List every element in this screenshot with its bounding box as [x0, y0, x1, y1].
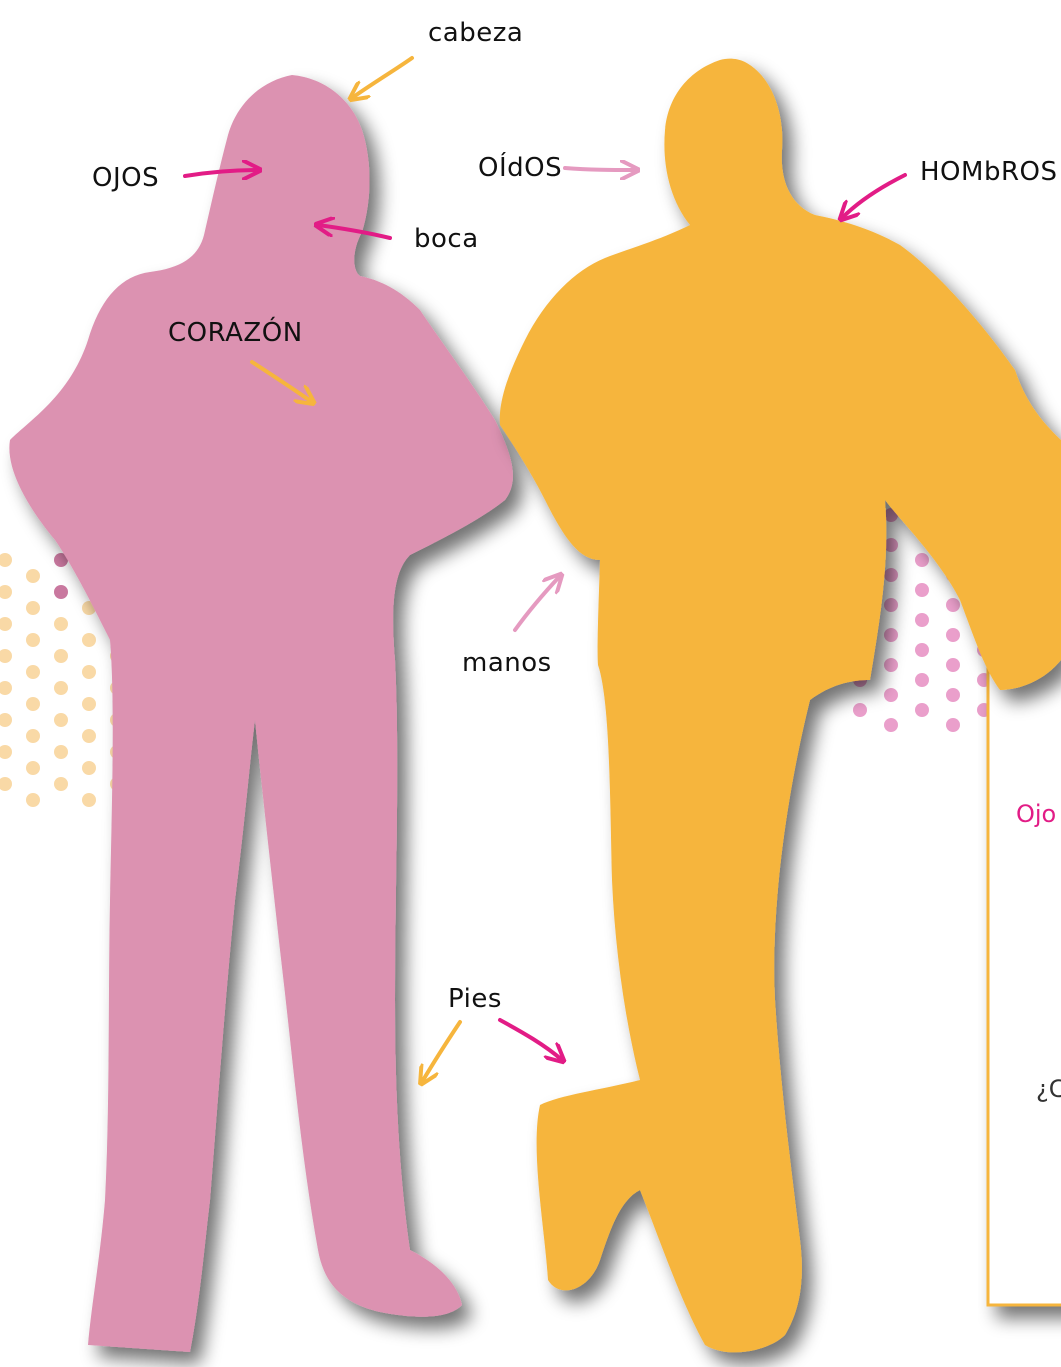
note-line-1: Ojo: [1016, 800, 1056, 828]
dot: [82, 697, 96, 711]
dot: [884, 658, 898, 672]
dot: [26, 665, 40, 679]
oidos-arrow: [565, 168, 636, 170]
dot: [0, 745, 12, 759]
dot: [0, 553, 12, 567]
dot: [946, 598, 960, 612]
dot: [946, 688, 960, 702]
dot: [26, 697, 40, 711]
dot: [26, 601, 40, 615]
label-cabeza: cabeza: [428, 18, 523, 48]
dot: [54, 745, 68, 759]
dot: [915, 613, 929, 627]
dot: [54, 649, 68, 663]
dot: [54, 777, 68, 791]
dot: [82, 761, 96, 775]
dot: [884, 688, 898, 702]
dot: [915, 673, 929, 687]
dot: [82, 665, 96, 679]
dot: [26, 569, 40, 583]
dot: [884, 628, 898, 642]
dot: [54, 681, 68, 695]
dot: [54, 713, 68, 727]
dot: [853, 703, 867, 717]
dot: [884, 718, 898, 732]
dot: [82, 729, 96, 743]
dot: [0, 681, 12, 695]
dot: [0, 617, 12, 631]
dot: [54, 585, 68, 599]
pies-arrow-left: [422, 1022, 460, 1082]
orange-silhouette: [500, 59, 1061, 1353]
dot: [946, 628, 960, 642]
note-line-2: ¿C: [1036, 1075, 1061, 1103]
note-card: [988, 600, 1061, 1305]
dot: [946, 658, 960, 672]
label-ojos: OJOS: [92, 163, 159, 193]
manos-arrow: [515, 576, 560, 630]
dot: [884, 598, 898, 612]
dot: [915, 583, 929, 597]
dot: [0, 649, 12, 663]
label-manos: manos: [462, 648, 552, 678]
label-boca: boca: [414, 224, 479, 254]
label-pies: Pies: [448, 984, 502, 1014]
dot: [915, 643, 929, 657]
pink-silhouette: [9, 75, 513, 1352]
dot: [0, 777, 12, 791]
dot: [26, 761, 40, 775]
hombros-arrow: [842, 175, 905, 218]
dot: [26, 793, 40, 807]
pies-arrow-right: [500, 1020, 562, 1060]
dot: [26, 729, 40, 743]
dot: [26, 633, 40, 647]
dot: [915, 553, 929, 567]
label-corazon: CORAZÓN: [168, 318, 303, 348]
dot: [915, 703, 929, 717]
dot: [82, 793, 96, 807]
dot: [0, 713, 12, 727]
dot: [946, 718, 960, 732]
label-hombros: HOMbROS: [920, 157, 1058, 187]
dot: [82, 633, 96, 647]
cabeza-arrow: [352, 58, 412, 98]
label-oidos: OÍdOS: [478, 153, 562, 183]
dot: [0, 585, 12, 599]
dot: [54, 617, 68, 631]
dot: [884, 568, 898, 582]
